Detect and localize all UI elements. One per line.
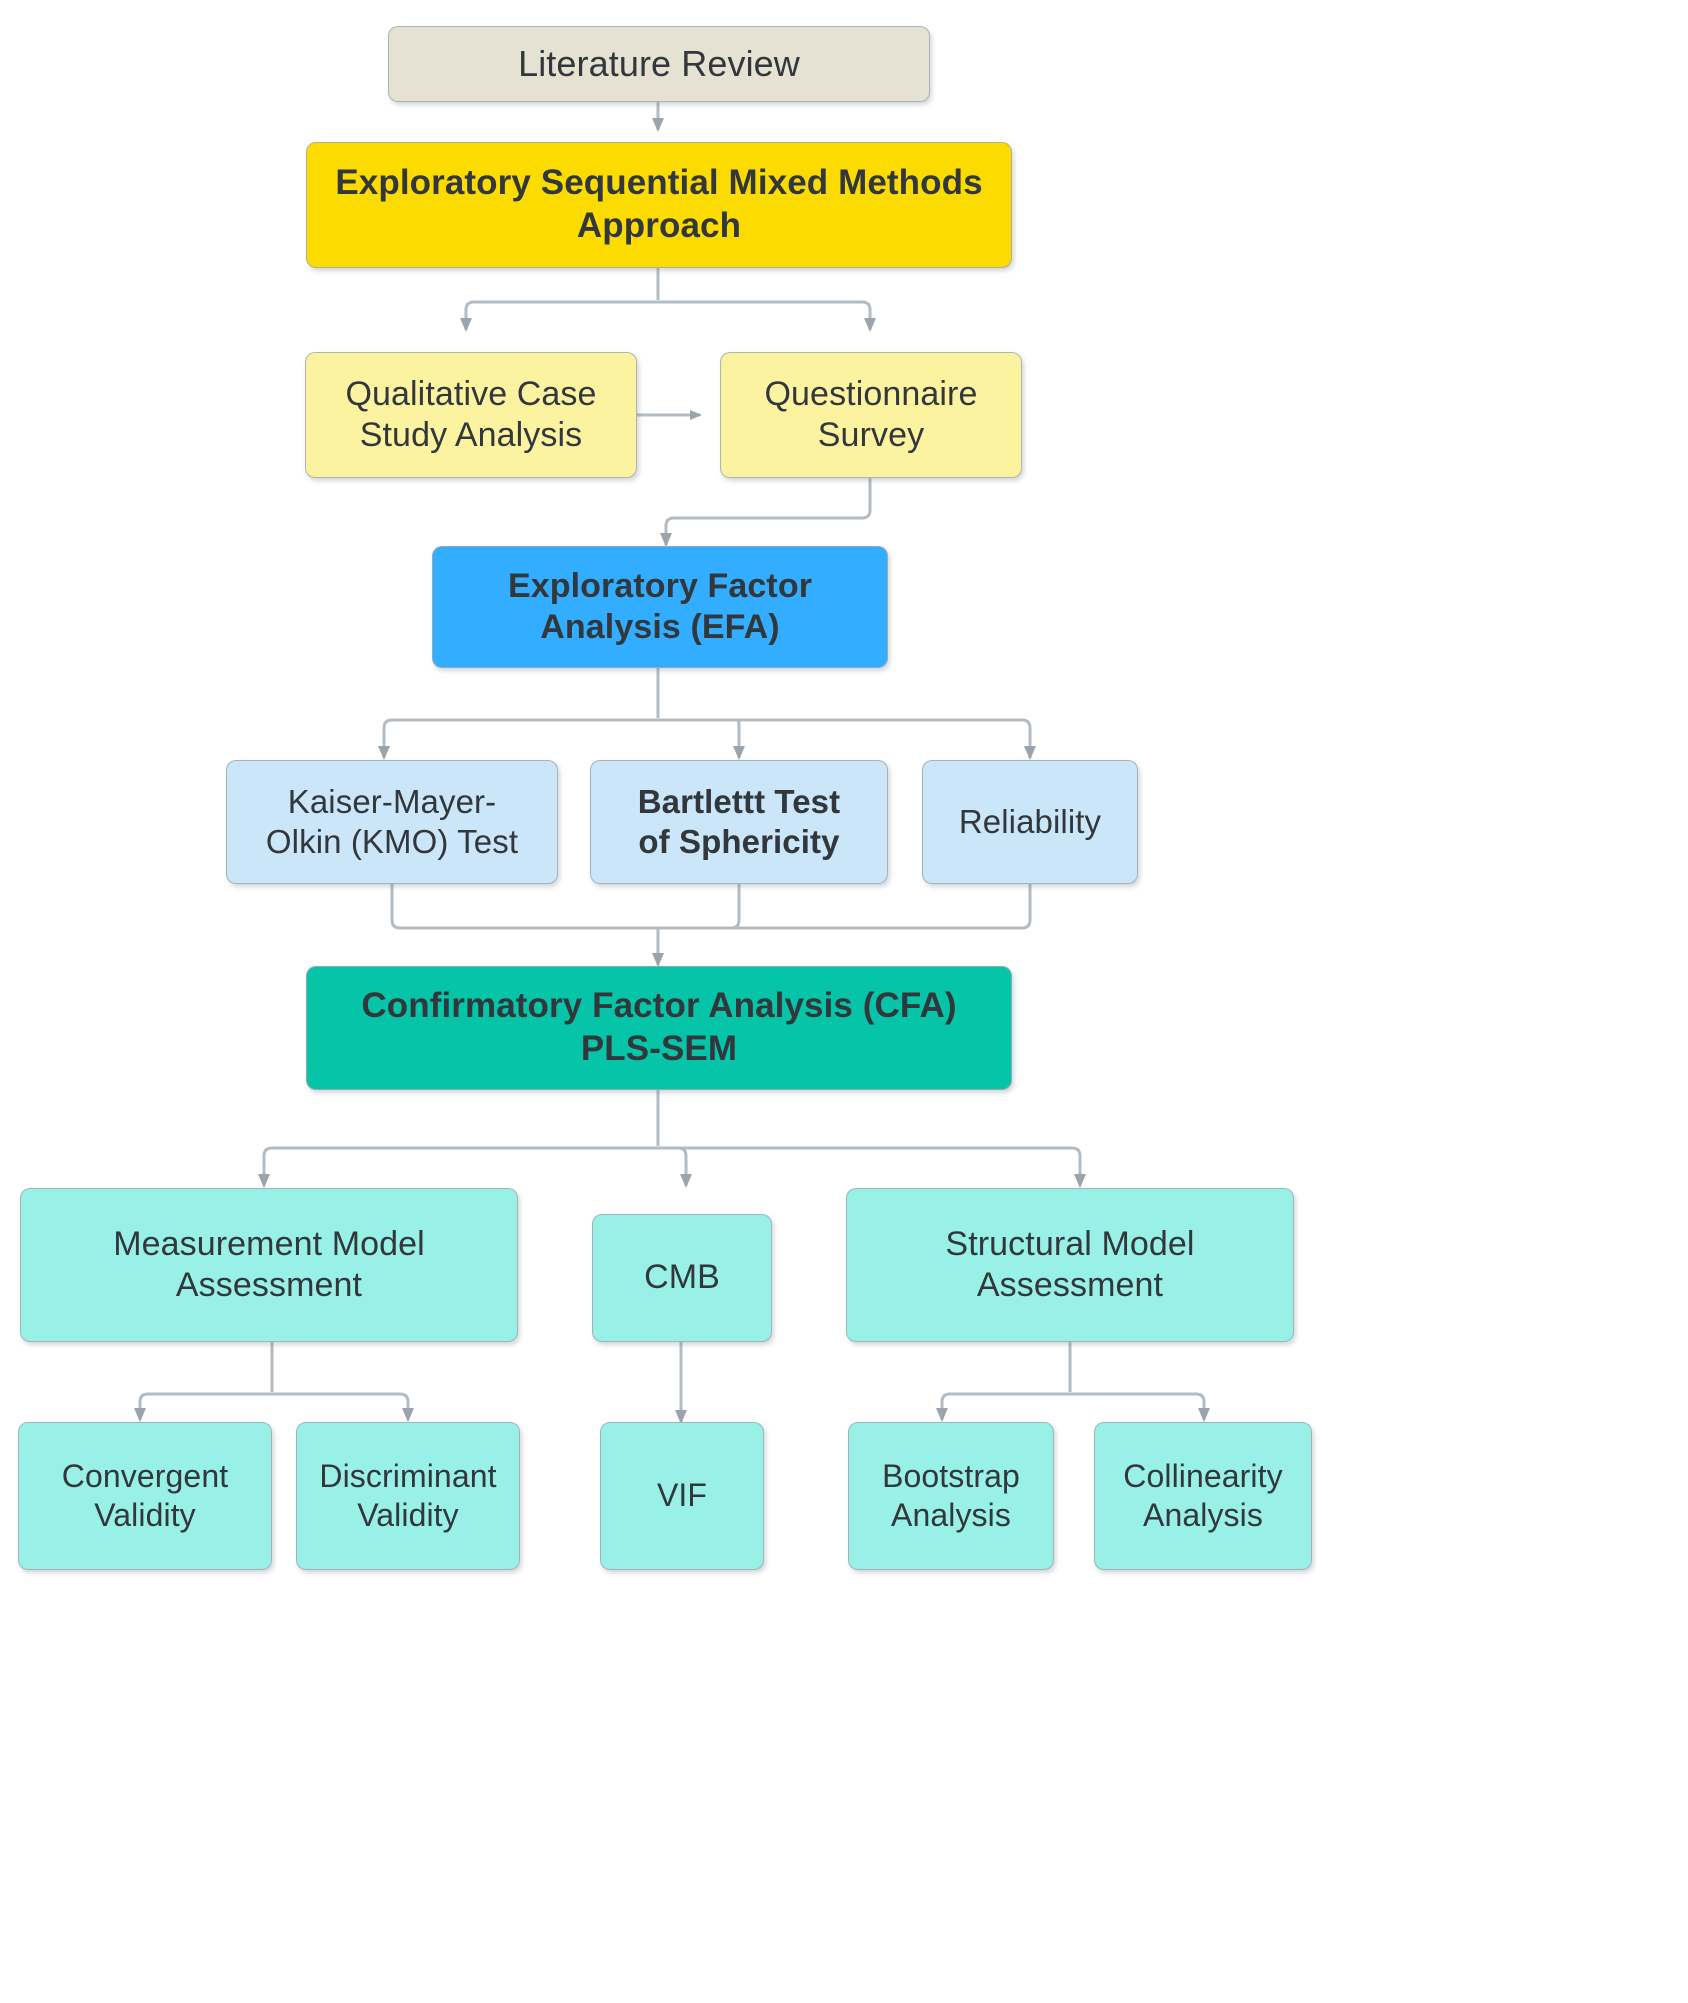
edge-cfa-to-structural <box>658 1146 1086 1188</box>
node-kmo-test[interactable]: Kaiser-Mayer- Olkin (KMO) Test <box>226 760 558 884</box>
node-literature-review[interactable]: Literature Review <box>388 26 930 102</box>
edge-efa-to-bartlett <box>658 718 745 760</box>
node-convergent-validity[interactable]: Convergent Validity <box>18 1422 272 1570</box>
edge-efa-to-kmo <box>378 718 658 760</box>
edge-measurement-to-convergent <box>134 1392 272 1422</box>
edge-bartlett-to-cfa <box>658 884 741 930</box>
edge-kmo-to-cfa <box>390 884 658 930</box>
node-qualitative-case-study[interactable]: Qualitative Case Study Analysis <box>305 352 637 478</box>
edge-approach-to-qualitative <box>460 300 658 332</box>
edge-reliability-to-cfa <box>658 884 1032 930</box>
node-measurement-model[interactable]: Measurement Model Assessment <box>20 1188 518 1342</box>
node-reliability[interactable]: Reliability <box>922 760 1138 884</box>
edge-efa-to-reliability <box>658 718 1036 760</box>
node-efa[interactable]: Exploratory Factor Analysis (EFA) <box>432 546 888 668</box>
edge-measurement-to-discriminant <box>272 1392 414 1422</box>
node-bartlett-test[interactable]: Bartlettt Test of Sphericity <box>590 760 888 884</box>
node-vif[interactable]: VIF <box>600 1422 764 1570</box>
edge-cfa-to-measurement <box>258 1146 658 1188</box>
node-approach[interactable]: Exploratory Sequential Mixed Methods App… <box>306 142 1012 268</box>
node-collinearity-analysis[interactable]: Collinearity Analysis <box>1094 1422 1312 1570</box>
edge-cfa-to-cmb <box>658 1146 692 1188</box>
node-bootstrap-analysis[interactable]: Bootstrap Analysis <box>848 1422 1054 1570</box>
node-structural-model[interactable]: Structural Model Assessment <box>846 1188 1294 1342</box>
node-questionnaire-survey[interactable]: Questionnaire Survey <box>720 352 1022 478</box>
edge-structural-to-bootstrap <box>936 1392 1070 1422</box>
edge-questionnaire-to-efa <box>660 478 872 547</box>
edge-approach-to-questionnaire <box>658 300 876 332</box>
node-discriminant-validity[interactable]: Discriminant Validity <box>296 1422 520 1570</box>
node-cmb[interactable]: CMB <box>592 1214 772 1342</box>
node-cfa-pls-sem[interactable]: Confirmatory Factor Analysis (CFA) PLS-S… <box>306 966 1012 1090</box>
edge-structural-to-collinearity <box>1070 1392 1210 1422</box>
